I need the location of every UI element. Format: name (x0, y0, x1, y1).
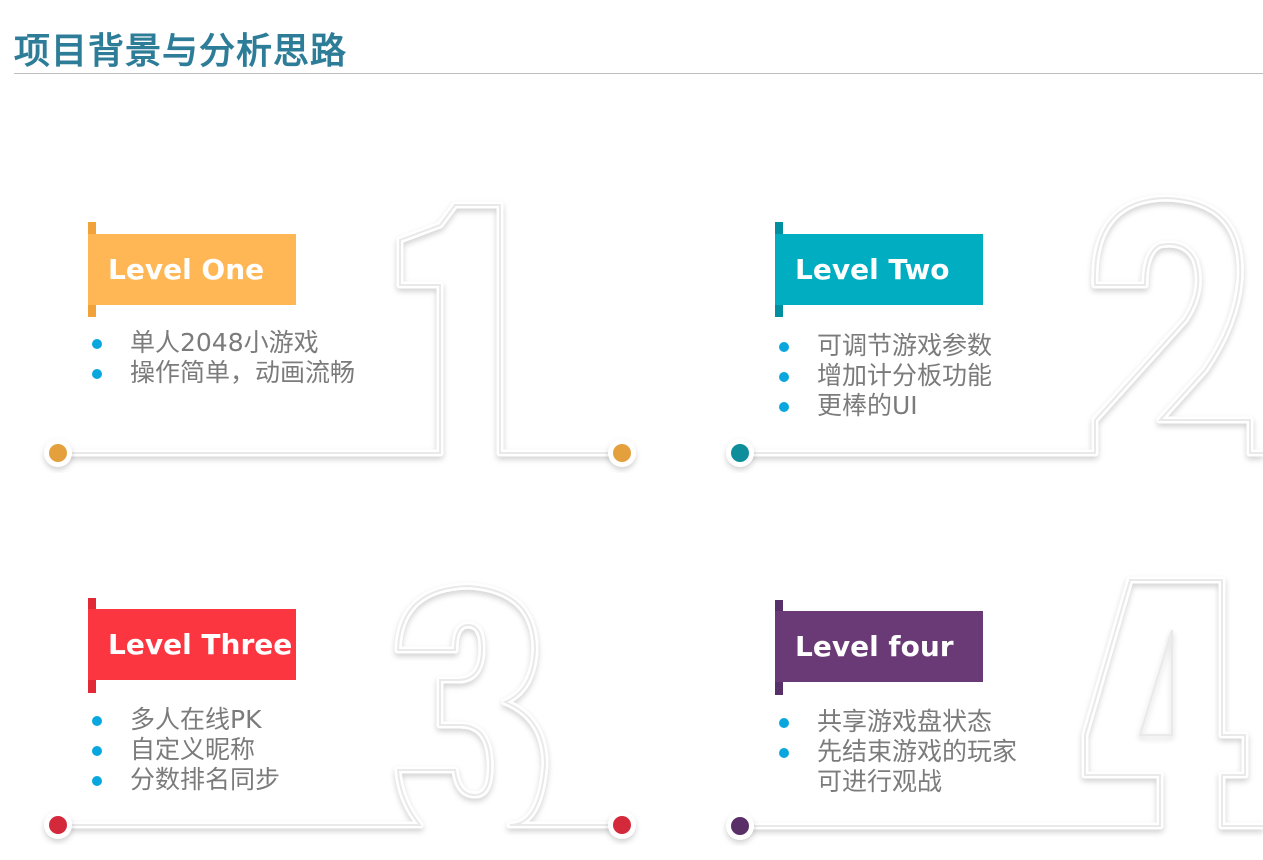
bullet-icon (92, 369, 102, 379)
bullet-icon (779, 372, 789, 382)
list-item: 单人2048小游戏 (88, 328, 355, 358)
level-two-tag: Level Two (775, 234, 983, 305)
bullet-icon (92, 716, 102, 726)
list-item: 分数排名同步 (88, 765, 280, 795)
numeral-three-outline (58, 582, 622, 829)
bullet-icon (779, 718, 789, 728)
bullet-icon (779, 402, 789, 412)
numeral-four-outline (740, 576, 1263, 830)
bullet-icon (779, 748, 789, 758)
bullet-icon (92, 339, 102, 349)
list-item: 更棒的UI (775, 391, 992, 421)
title-divider (14, 73, 1263, 74)
level-four-tag: Level four (775, 611, 983, 682)
list-item: 自定义昵称 (88, 735, 280, 765)
level-one-list: 单人2048小游戏 操作简单，动画流畅 (88, 328, 355, 388)
bullet-icon (779, 342, 789, 352)
numeral-one-outline (58, 201, 622, 457)
numeral-two-outline (740, 194, 1263, 457)
level-two-list: 可调节游戏参数 增加计分板功能 更棒的UI (775, 331, 992, 421)
bullet-icon (92, 776, 102, 786)
page-title: 项目背景与分析思路 (14, 31, 348, 72)
list-item: 增加计分板功能 (775, 361, 992, 391)
level-three-list: 多人在线PK 自定义昵称 分数排名同步 (88, 705, 280, 795)
list-item: 操作简单，动画流畅 (88, 358, 355, 388)
list-item: 多人在线PK (88, 705, 280, 735)
level-four-list: 共享游戏盘状态 先结束游戏的玩家 可进行观战 (775, 707, 1017, 797)
list-item: 可调节游戏参数 (775, 331, 992, 361)
list-item: 先结束游戏的玩家 (775, 737, 1017, 767)
list-item-continuation: 可进行观战 (817, 767, 943, 796)
bullet-icon (92, 746, 102, 756)
connector-dots (44, 439, 754, 840)
level-one-tag: Level One (88, 234, 296, 305)
level-three-tag: Level Three (88, 609, 296, 680)
list-item: 共享游戏盘状态 (775, 707, 1017, 737)
